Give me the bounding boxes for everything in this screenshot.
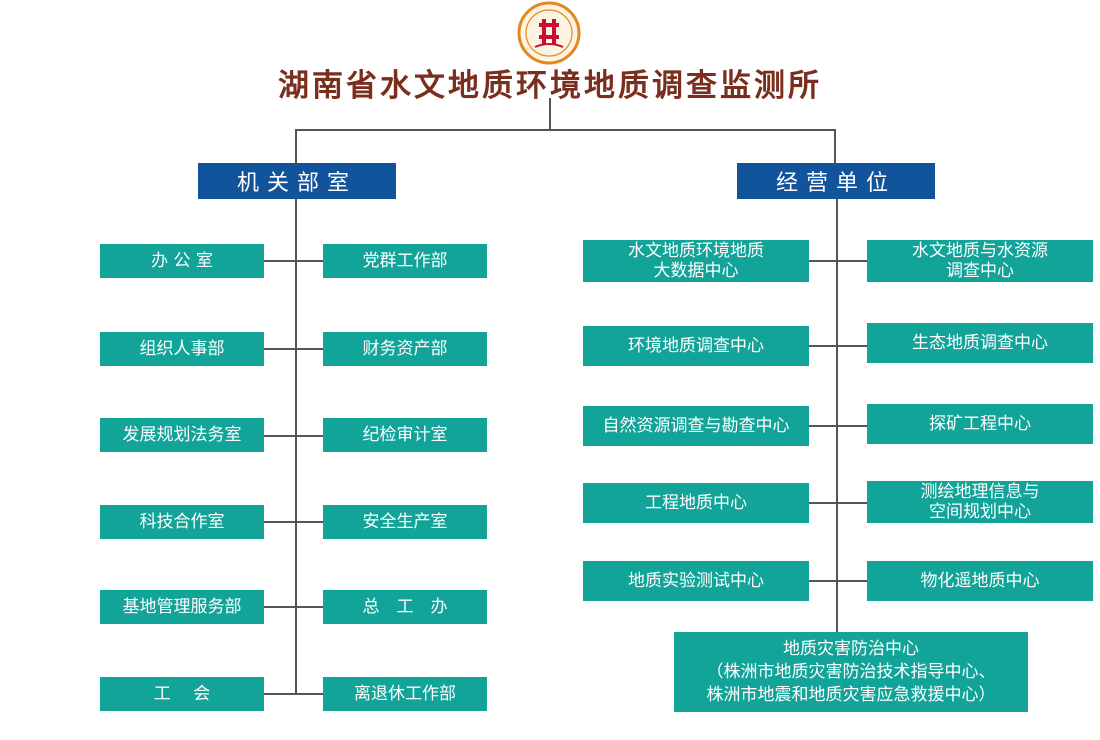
dept-safety-production: 安全生产室: [323, 505, 487, 539]
right-connector: [808, 580, 868, 582]
unit-engineering-geology: 工程地质中心: [583, 483, 809, 523]
unit-label-line: 探矿工程中心: [929, 414, 1031, 434]
left-connector: [263, 435, 324, 437]
unit-ecological-geology: 生态地质调查中心: [867, 323, 1093, 363]
dept-party-affairs: 党群工作部: [323, 244, 487, 278]
dept-base-management: 基地管理服务部: [100, 590, 264, 624]
unit-label-line: 环境地质调查中心: [628, 336, 764, 356]
left-connector: [263, 260, 324, 262]
unit-label-line: （株洲市地质灾害防治技术指导中心、: [706, 661, 996, 682]
dept-discipline-audit: 纪检审计室: [323, 418, 487, 452]
unit-label-line: 水文地质环境地质: [628, 241, 764, 261]
right-connector: [808, 502, 868, 504]
left-connector: [263, 693, 324, 695]
unit-geohazard-prevention: 地质灾害防治中心 （株洲市地质灾害防治技术指导中心、 株洲市地震和地质灾害应急救…: [674, 632, 1028, 712]
unit-surveying-spatial-planning: 测绘地理信息与 空间规划中心: [867, 481, 1093, 523]
unit-label-line: 物化遥地质中心: [920, 571, 1040, 591]
unit-hydro-water-resources: 水文地质与水资源 调查中心: [867, 240, 1093, 282]
connector-right-drop: [834, 129, 836, 164]
left-connector: [263, 606, 324, 608]
dept-organization-hr: 组织人事部: [100, 332, 264, 366]
dept-chief-engineer-office: 总 工 办: [323, 590, 487, 624]
unit-label-line: 自然资源调查与勘查中心: [602, 416, 790, 436]
unit-label-line: 调查中心: [946, 261, 1014, 281]
unit-label-line: 株洲市地震和地质灾害应急救援中心）: [706, 684, 996, 705]
connector-title-stem: [549, 98, 551, 130]
header-admin-departments: 机关部室: [198, 163, 396, 199]
right-connector: [808, 345, 868, 347]
unit-label-line: 测绘地理信息与: [920, 482, 1040, 502]
dept-technology-cooperation: 科技合作室: [100, 505, 264, 539]
left-connector: [263, 348, 324, 350]
unit-hydro-env-bigdata: 水文地质环境地质 大数据中心: [583, 240, 809, 282]
institute-logo-icon: [517, 1, 581, 65]
unit-geology-lab-testing: 地质实验测试中心: [583, 561, 809, 601]
unit-env-geology-survey: 环境地质调查中心: [583, 326, 809, 366]
unit-label-line: 大数据中心: [653, 261, 739, 281]
unit-label-line: 生态地质调查中心: [912, 333, 1048, 353]
unit-geophysical-remote-sensing: 物化遥地质中心: [867, 561, 1093, 601]
header-business-units: 经营单位: [737, 163, 935, 199]
left-connector: [263, 521, 324, 523]
unit-exploration-engineering: 探矿工程中心: [867, 404, 1093, 444]
dept-office: 办 公 室: [100, 244, 264, 278]
connector-top-bar: [295, 129, 836, 131]
left-spine: [295, 199, 297, 695]
unit-label-line: 水文地质与水资源: [912, 241, 1048, 261]
unit-label-line: 空间规划中心: [929, 502, 1031, 522]
unit-label-line: 工程地质中心: [645, 493, 747, 513]
right-connector: [808, 260, 868, 262]
dept-labor-union: 工 会: [100, 677, 264, 711]
right-spine: [836, 199, 838, 632]
dept-finance-assets: 财务资产部: [323, 332, 487, 366]
unit-label-line: 地质灾害防治中心: [783, 638, 919, 659]
right-connector: [808, 425, 868, 427]
connector-left-drop: [295, 129, 297, 164]
unit-natural-resources-survey: 自然资源调查与勘查中心: [583, 406, 809, 446]
dept-planning-legal: 发展规划法务室: [100, 418, 264, 452]
unit-label-line: 地质实验测试中心: [628, 571, 764, 591]
dept-retirees: 离退休工作部: [323, 677, 487, 711]
page-title: 湖南省水文地质环境地质调查监测所: [278, 68, 822, 104]
